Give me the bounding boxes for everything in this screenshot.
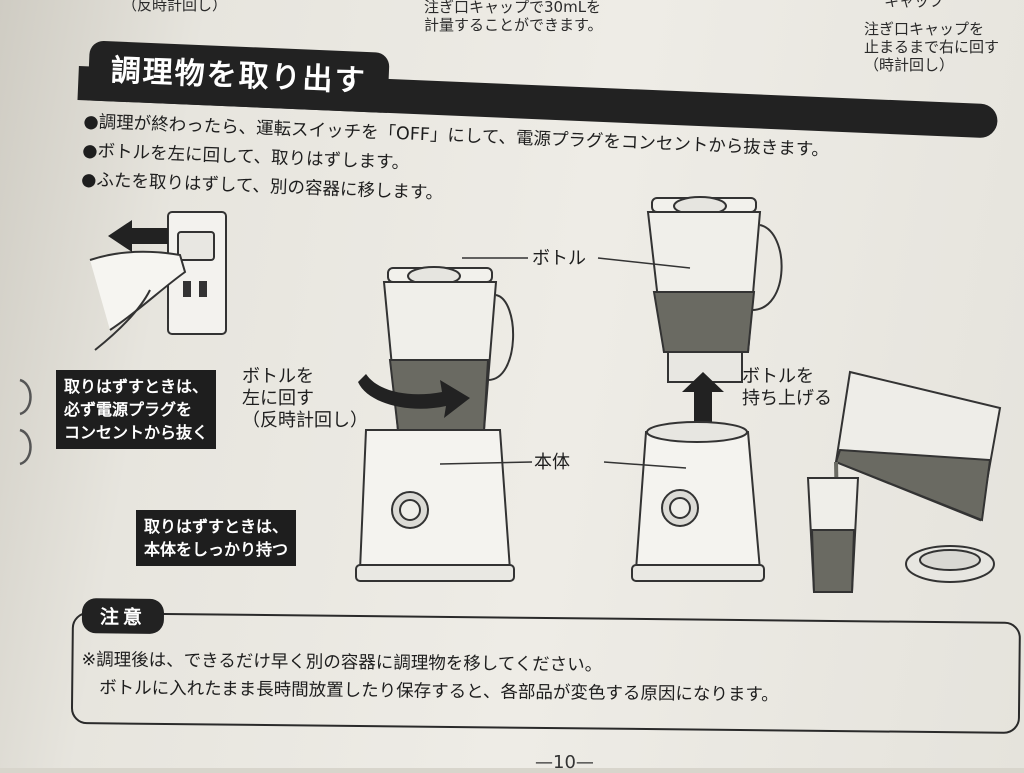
label-lift-line2: 持ち上げる — [742, 388, 832, 409]
note-unplug-line3: コンセントから抜く — [64, 423, 209, 442]
label-rotate-line1: ボトルを — [242, 366, 314, 387]
label-rotate-line3: （反時計回し） — [242, 410, 368, 431]
caution-badge: 注意 — [81, 598, 165, 634]
note-unplug-line2: 必ず電源プラグを — [64, 400, 193, 419]
top-note-right-top: キャップ — [884, 0, 945, 10]
caution-box: 注意 ※調理後は、できるだけ早く別の容器に調理物を移してください。 ボトルに入れ… — [70, 598, 1021, 734]
outlet-illustration — [89, 211, 227, 351]
note-unplug-line1: 取りはずすときは、 — [64, 377, 209, 396]
label-body: 本体 — [534, 452, 570, 473]
caution-line-1: ※調理後は、できるだけ早く別の容器に調理物を移してください。 — [81, 650, 603, 676]
label-rotate-line2: 左に回す — [242, 388, 314, 409]
pull-arrow-icon — [108, 220, 168, 252]
top-note-right: 注ぎ口キャップを 止まるまで右に回す （時計回し） — [864, 20, 999, 74]
label-bottle: ボトル — [532, 248, 586, 269]
spiral-binding-icon — [19, 428, 32, 466]
lift-up-arrow-icon — [682, 372, 724, 428]
label-lift: ボトルを 持ち上げる — [742, 366, 832, 410]
page-number: —10— — [535, 752, 594, 773]
top-note-right-line2: 止まるまで右に回す — [864, 38, 1000, 56]
top-note-left: （反時計回し） — [122, 0, 228, 14]
leader-lines — [439, 257, 691, 469]
spiral-binding-icon — [19, 378, 32, 416]
note-hold-body: 取りはずすときは、 本体をしっかり持つ — [136, 510, 297, 566]
top-note-middle: 注ぎ口キャップで30mLを 計量することができます。 — [424, 0, 603, 34]
blender-right-lifted — [646, 196, 783, 383]
label-lift-line1: ボトルを — [742, 366, 814, 387]
top-note-right-line1: 注ぎ口キャップを — [864, 20, 985, 38]
caution-line-2: ボトルに入れたまま長時間放置したり保存すると、各部品が変色する原因になります。 — [99, 678, 779, 706]
base-right — [631, 421, 765, 582]
rotate-left-arrow-icon — [358, 374, 470, 418]
note-hold-line2: 本体をしっかり持つ — [144, 540, 289, 559]
note-unplug: 取りはずすときは、 必ず電源プラグを コンセントから抜く — [56, 370, 217, 449]
top-note-middle-line2: 計量することができます。 — [424, 16, 603, 34]
note-hold-line1: 取りはずすときは、 — [144, 517, 289, 536]
label-rotate: ボトルを 左に回す （反時計回し） — [242, 366, 368, 432]
pouring-illustration — [806, 370, 1002, 593]
blender-left — [355, 266, 515, 582]
top-note-middle-line1: 注ぎ口キャップで30mLを — [424, 0, 602, 16]
top-note-right-line3: （時計回し） — [864, 56, 955, 74]
